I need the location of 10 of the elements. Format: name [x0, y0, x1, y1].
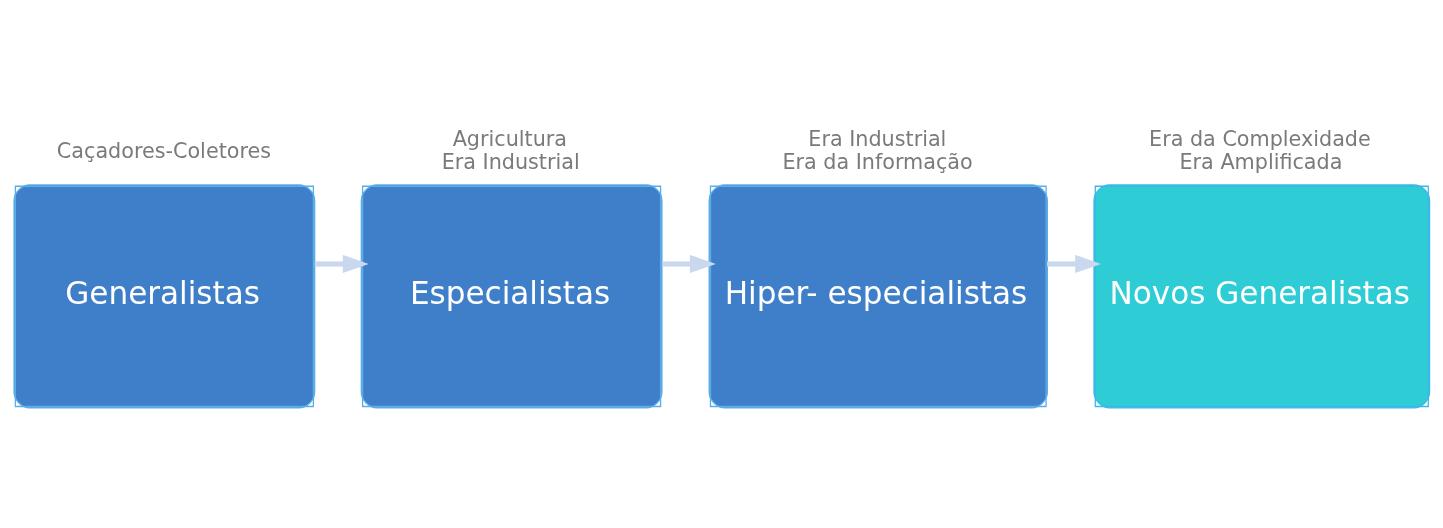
node-label: Era Amplificada: [1179, 150, 1343, 175]
node-label: Era da Informação: [782, 150, 973, 175]
node-label: Era Industrial: [441, 150, 580, 175]
arrow: [1047, 254, 1102, 274]
arrow: [662, 254, 716, 274]
node-label: Agricultura: [452, 126, 568, 151]
node-label: Caçadores-Coletores: [56, 138, 272, 163]
node-label: Era da Complexidade: [1149, 126, 1371, 151]
node-label: Era Industrial: [808, 126, 947, 151]
arrow: [314, 254, 369, 274]
